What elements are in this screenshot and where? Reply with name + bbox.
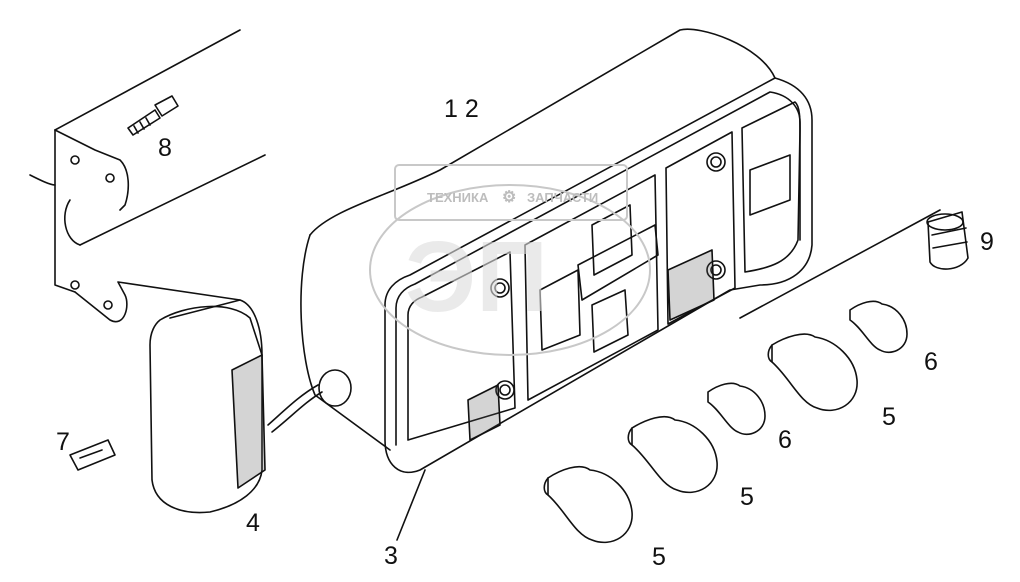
bulb-6-icon bbox=[707, 382, 766, 436]
bulb-6-icon bbox=[849, 300, 908, 354]
bulb-5-icon bbox=[767, 333, 858, 412]
callout-6-upper: 6 bbox=[924, 348, 938, 376]
callout-4: 4 bbox=[246, 509, 260, 537]
bulb-5-icon bbox=[543, 465, 633, 544]
callout-1-2: 1 2 bbox=[444, 95, 479, 123]
side-marker-lamp bbox=[149, 299, 266, 514]
watermark-gear-icon: ⚙ bbox=[502, 189, 517, 206]
mounting-bracket bbox=[29, 29, 266, 323]
leader-line bbox=[739, 209, 941, 319]
watermark-logo bbox=[369, 164, 651, 356]
callout-9: 9 bbox=[980, 228, 994, 256]
watermark-text-left: ТЕХНИКА bbox=[427, 190, 489, 205]
callout-6-lower: 6 bbox=[778, 426, 792, 454]
callout-8: 8 bbox=[158, 134, 172, 162]
lamp-housing bbox=[267, 28, 813, 474]
leader-line bbox=[396, 469, 426, 541]
callout-3: 3 bbox=[384, 542, 398, 570]
callout-5-middle: 5 bbox=[740, 483, 754, 511]
watermark-monogram: ЭП bbox=[405, 221, 549, 333]
callout-7: 7 bbox=[56, 428, 70, 456]
watermark-text-right: ЗАПЧАСТИ bbox=[527, 190, 599, 205]
festoon-bulb-icon bbox=[69, 439, 116, 471]
callout-5-left: 5 bbox=[652, 543, 666, 571]
bolt-icon bbox=[127, 95, 179, 136]
bulb-socket-icon bbox=[926, 211, 969, 270]
callout-5-right: 5 bbox=[882, 403, 896, 431]
bulb-5-icon bbox=[627, 415, 718, 494]
